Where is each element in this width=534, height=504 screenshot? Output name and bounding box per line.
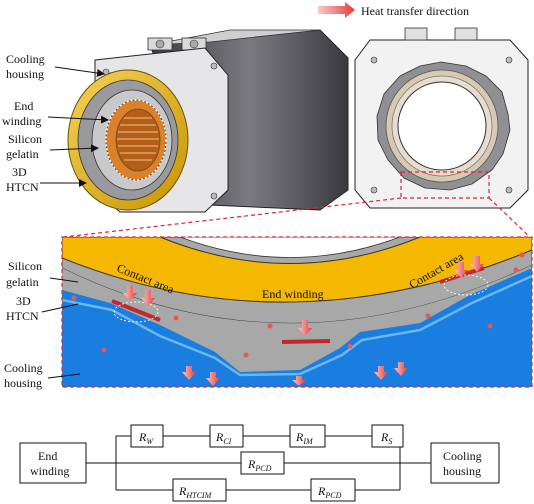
- detail-label-cooling-1: Cooling: [4, 361, 43, 375]
- detail-label-htcn-1: 3D: [16, 294, 31, 308]
- detail-label-silicon-1: Silicon: [8, 259, 42, 273]
- label-cooling-housing-1: Cooling: [6, 52, 45, 66]
- detail-label-silicon-2: gelatin: [6, 275, 39, 289]
- heat-direction-label: Heat transfer direction: [361, 4, 469, 18]
- label-htcn-2: HTCN: [6, 180, 39, 194]
- end-winding-detail-label: End winding: [262, 287, 324, 301]
- label-cooling-housing-2: housing: [6, 67, 44, 81]
- label-end-winding-2: winding: [2, 114, 41, 128]
- detail-label-htcn-2: HTCN: [6, 309, 39, 323]
- label-silicon-1: Silicon: [8, 132, 42, 146]
- heat-direction-legend: Heat transfer direction: [318, 2, 469, 18]
- contact-segment-mid: [282, 341, 330, 342]
- label-end-winding-1: End: [14, 99, 33, 113]
- detail-cross-section: Contact area Contact area End winding: [62, 237, 532, 387]
- circuit-right-node-1: Cooling: [443, 449, 482, 463]
- circuit-right-node-2: housing: [443, 464, 481, 478]
- front-view: [355, 28, 528, 208]
- detail-label-cooling-2: housing: [4, 376, 42, 390]
- label-htcn-1: 3D: [12, 165, 27, 179]
- heat-direction-arrow-icon: [318, 2, 355, 18]
- circuit-left-node-2: winding: [30, 464, 69, 478]
- label-silicon-2: gelatin: [6, 147, 39, 161]
- thermal-circuit: [20, 425, 499, 501]
- motor-3d-view: [68, 30, 348, 212]
- circuit-left-node-1: End: [38, 449, 57, 463]
